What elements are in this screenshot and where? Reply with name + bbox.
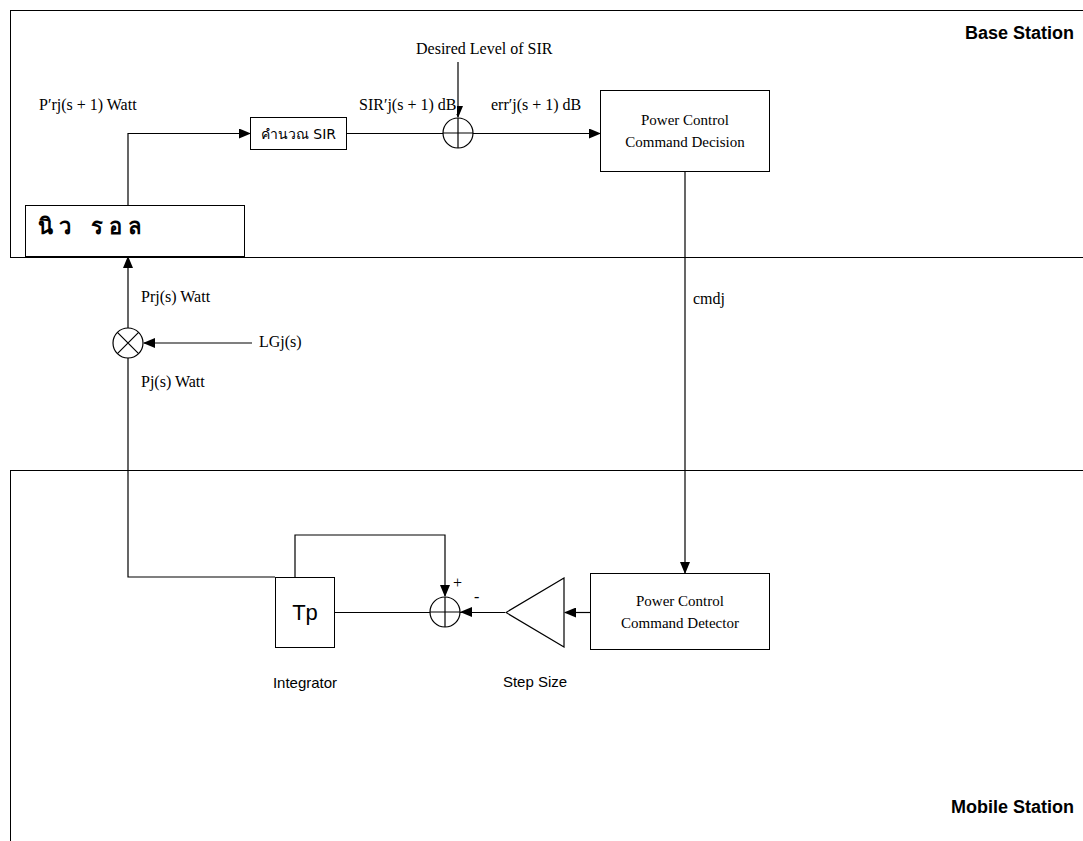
signal-wire: [335, 612, 505, 613]
signal-label: Prj(s) Watt: [140, 288, 211, 306]
reference-arrow: [457, 62, 458, 117]
node-text: นิว รอล: [38, 212, 147, 242]
node-text: Power Control Command Decision: [617, 109, 753, 153]
gain-arrow: [144, 342, 252, 343]
summing-junction: [443, 118, 473, 148]
arrowhead: [460, 607, 472, 617]
block-caption: Integrator: [273, 674, 337, 691]
sir-calc-box: คำนวณ SIR: [250, 117, 347, 150]
decision-box: Power Control Command Decision: [600, 90, 770, 172]
signal-label: Pj(s) Watt: [140, 373, 206, 391]
signal-label: Desired Level of SIR: [415, 40, 553, 58]
signal-wire: [684, 172, 685, 573]
multiplier: [113, 328, 143, 358]
summing-junction: [430, 597, 460, 627]
signal-label: P′rj(s + 1) Watt: [38, 96, 138, 114]
signal-label: -: [473, 588, 480, 606]
signal-wire: [565, 612, 590, 613]
region-title: Mobile Station: [951, 797, 1074, 818]
node-text: คำนวณ SIR: [261, 123, 336, 145]
signal-label: SIR′j(s + 1) dB: [358, 96, 457, 114]
step-size-amplifier: Step Size: [505, 577, 565, 648]
signal-wire: [128, 134, 250, 206]
mobile-station-region: Mobile StationTpIntegratorStep SizePower…: [10, 470, 1083, 841]
block-caption: Step Size: [503, 673, 567, 690]
node-text: Tp: [292, 600, 318, 626]
signal-label: cmdj: [692, 290, 726, 308]
signal-label: +: [452, 574, 463, 592]
signal-label: LGj(s): [258, 333, 303, 351]
neural-network-box: นิว รอล: [25, 205, 245, 257]
signal-label: err′j(s + 1) dB: [490, 96, 582, 114]
integrator-box: TpIntegrator: [275, 577, 335, 648]
region-title: Base Station: [965, 23, 1074, 44]
signal-wire: [128, 257, 275, 577]
detector-box: Power Control Command Detector: [590, 573, 770, 650]
node-text: Power Control Command Detector: [612, 590, 748, 634]
amplifier-triangle: [505, 577, 565, 648]
